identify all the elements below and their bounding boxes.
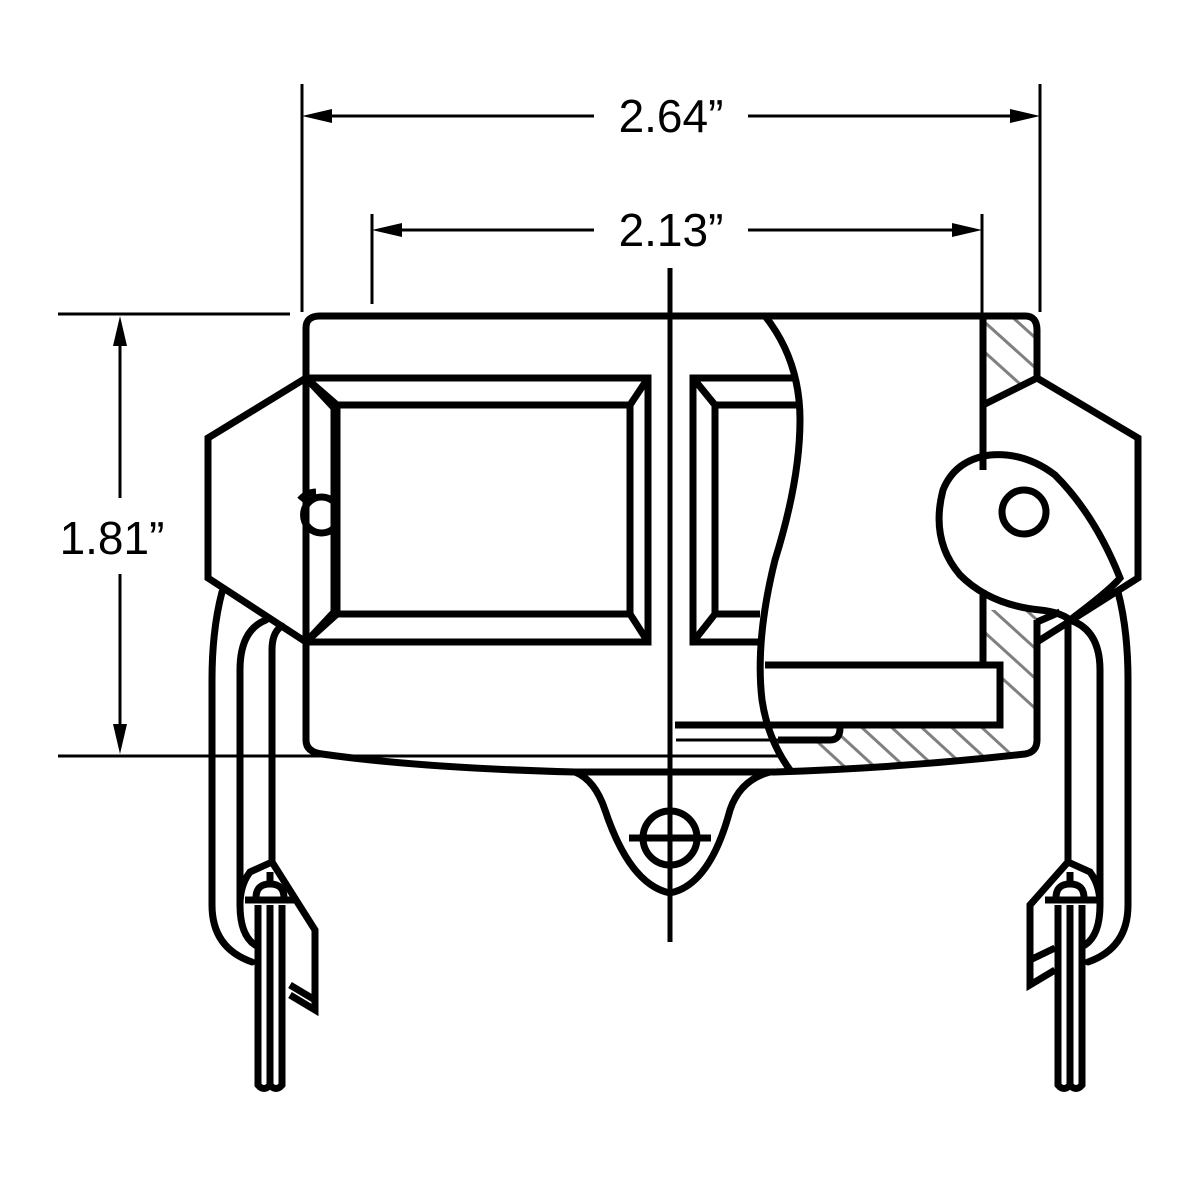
- window-left: [302, 374, 652, 646]
- arrow-left-icon: [302, 109, 332, 123]
- arrow-up-icon: [113, 316, 127, 346]
- cam-pivot-ear: [935, 451, 1125, 625]
- hex-lug-right: [981, 374, 1142, 649]
- arrow-right-icon: [1010, 109, 1040, 123]
- hex-lug-left: [204, 373, 338, 647]
- arrow-left-icon: [372, 223, 402, 237]
- coupler-body: [204, 312, 1142, 897]
- cam-lever-left: [208, 588, 319, 1092]
- dimension-height: 1.81”: [58, 312, 780, 758]
- dimension-label-height: 1.81”: [60, 512, 165, 564]
- cross-section-hatch: [775, 318, 1045, 770]
- dimension-overall-width: 2.64”: [300, 84, 1042, 312]
- arrow-right-icon: [952, 223, 982, 237]
- dimension-label-inner-width: 2.13”: [619, 204, 724, 256]
- pivot-hole-icon: [998, 486, 1050, 538]
- cutaway-break-line: [756, 313, 804, 773]
- cam-lever-right: [1026, 588, 1132, 1092]
- arrow-down-icon: [113, 724, 127, 754]
- gasket-seat: [675, 661, 1004, 729]
- window-right: [689, 374, 800, 646]
- dimension-label-overall-width: 2.64”: [619, 90, 724, 142]
- dimension-inner-width: 2.13”: [370, 204, 984, 318]
